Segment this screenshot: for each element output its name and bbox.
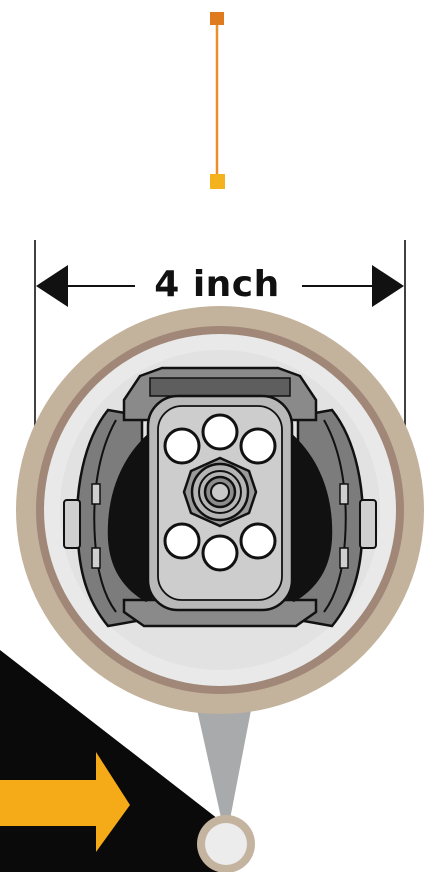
led-bottom-row (163, 522, 277, 572)
pointer-cone (196, 705, 252, 840)
camera-lens (182, 456, 258, 528)
cable-marker-top-square (210, 12, 224, 25)
cable-marker-bottom-square (210, 174, 225, 189)
right-arrow-icon (0, 752, 130, 852)
left-wing (107, 432, 154, 602)
pointer-probe (196, 705, 255, 872)
led-top-row (163, 413, 277, 465)
direction-banner (0, 650, 240, 872)
dimension-label: 4 inch (154, 264, 280, 305)
right-wing (286, 432, 333, 602)
cable-marker (210, 12, 225, 189)
dimension-left-arrowhead (36, 265, 68, 307)
pointer-tip-center (205, 823, 247, 865)
dimension-right-arrowhead (372, 265, 404, 307)
pipe-crawler-robot-icon (63, 366, 377, 628)
